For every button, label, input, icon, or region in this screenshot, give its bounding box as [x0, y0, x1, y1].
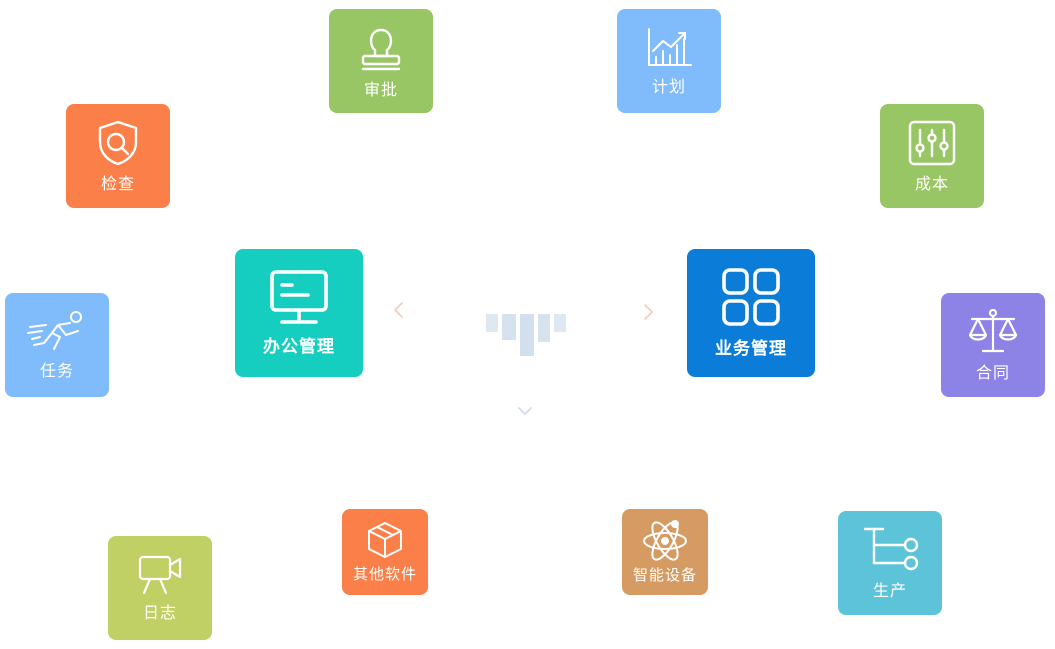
module-inspect[interactable]: 检查 — [66, 104, 170, 208]
box-icon — [365, 520, 405, 560]
module-label: 生产 — [872, 581, 907, 600]
office-management-label: 办公管理 — [263, 337, 335, 357]
office-management-tile[interactable]: 办公管理 — [235, 249, 363, 377]
atom-icon — [641, 519, 689, 561]
video-camera-icon — [134, 553, 186, 597]
module-approval[interactable]: 审批 — [329, 9, 433, 113]
module-cost[interactable]: 成本 — [880, 104, 984, 208]
module-label: 智能设备 — [632, 566, 697, 584]
module-label: 合同 — [975, 363, 1010, 382]
chevron-right-icon[interactable] — [643, 302, 655, 327]
flow-branch-icon — [861, 525, 919, 575]
chevron-left-icon[interactable] — [392, 300, 404, 325]
module-label: 日志 — [142, 603, 177, 622]
chart-growth-icon — [643, 25, 695, 71]
module-label: 成本 — [914, 174, 949, 193]
module-production[interactable]: 生产 — [838, 511, 942, 615]
center-logo-icon — [484, 312, 568, 358]
module-label: 任务 — [39, 361, 74, 380]
stamp-icon — [355, 22, 407, 74]
module-log[interactable]: 日志 — [108, 536, 212, 640]
module-label: 检查 — [100, 174, 135, 193]
sliders-icon — [906, 118, 958, 168]
module-label: 其他软件 — [352, 565, 417, 583]
module-smart-device[interactable]: 智能设备 — [622, 509, 708, 595]
grid-icon — [720, 267, 782, 327]
module-label: 计划 — [651, 77, 686, 96]
module-plan[interactable]: 计划 — [617, 9, 721, 113]
business-management-label: 业务管理 — [715, 339, 787, 359]
module-label: 审批 — [363, 80, 398, 99]
module-task[interactable]: 任务 — [5, 293, 109, 397]
monitor-icon — [268, 269, 330, 325]
business-management-tile[interactable]: 业务管理 — [687, 249, 815, 377]
module-contract[interactable]: 合同 — [941, 293, 1045, 397]
running-person-icon — [26, 309, 88, 355]
module-other-software[interactable]: 其他软件 — [342, 509, 428, 595]
scales-icon — [966, 307, 1020, 357]
shield-search-icon — [94, 118, 142, 168]
chevron-down-icon[interactable] — [516, 402, 534, 415]
